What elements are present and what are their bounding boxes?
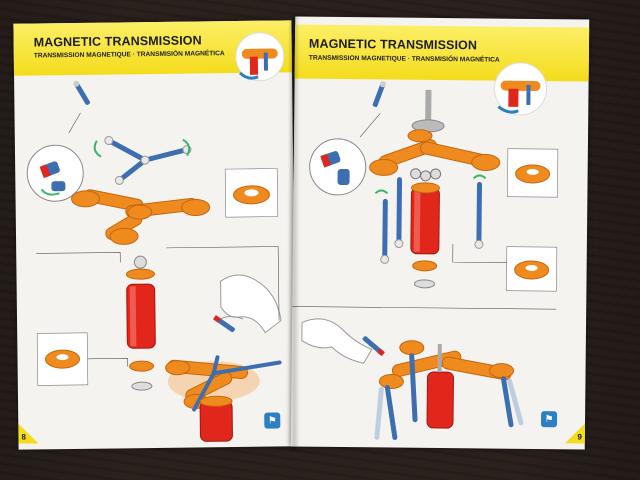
right-illustration: [292, 62, 559, 441]
model-preview-right: [494, 62, 548, 116]
assembled-model-right: [374, 340, 524, 441]
booklet-spine: [288, 16, 300, 452]
left-page: MAGNETIC TRANSMISSION TRANSMISSION MAGNE…: [13, 20, 297, 450]
flag-icon: ⚑: [540, 411, 558, 428]
assembled-model-left: [165, 355, 282, 442]
flag-icon: ⚑: [264, 412, 281, 429]
right-page: MAGNETIC TRANSMISSION TRANSMISSION MAGNE…: [290, 16, 590, 450]
left-illustration: [26, 32, 285, 442]
model-preview-left: [235, 32, 285, 82]
